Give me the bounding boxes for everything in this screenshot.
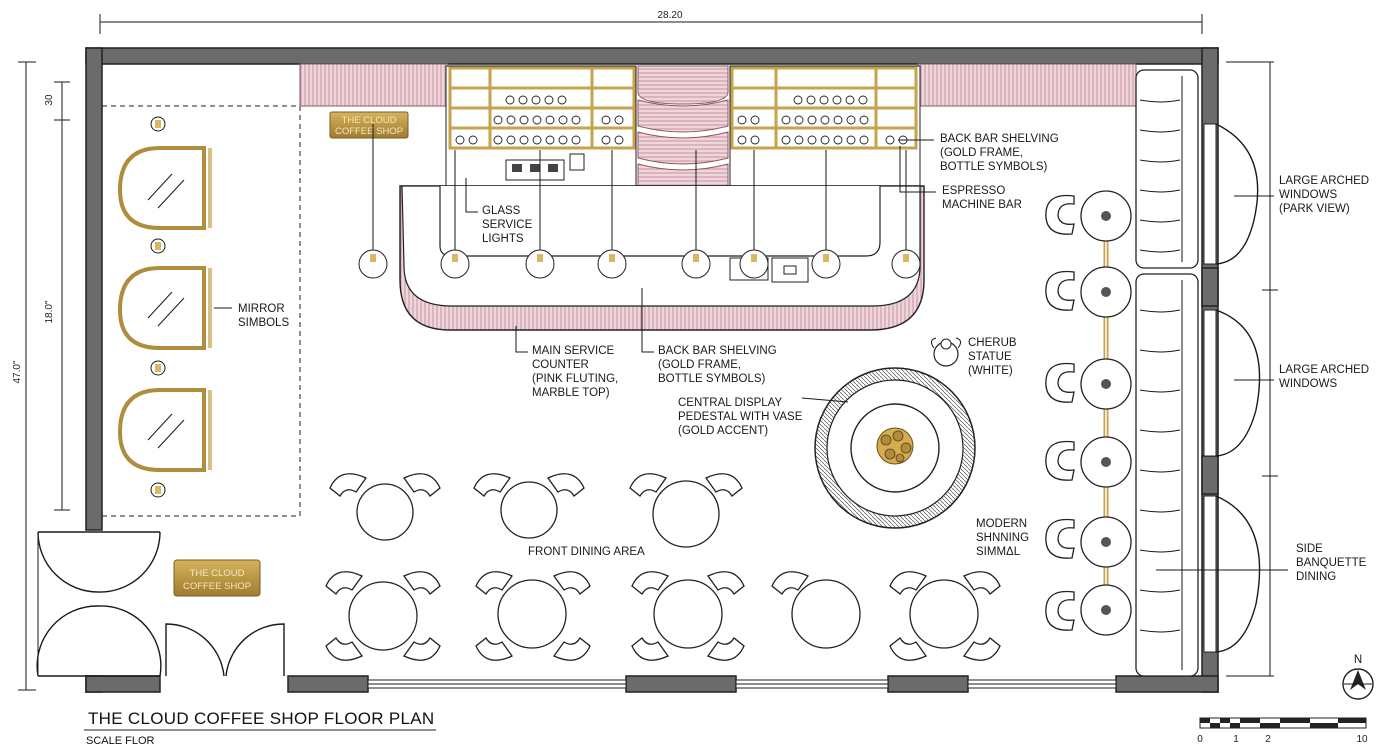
svg-text:CHERUB STATUE (WHI: CHERUB STATUE (WHITE) [968, 337, 1020, 377]
svg-text:COFFEE SHOP: COFFEE SHOP [335, 126, 403, 137]
svg-text:LARGE ARCHED WINDOWS: LARGE ARCHED WINDOWS (PARK VIEW) [1279, 175, 1372, 215]
main-service-counter [399, 185, 925, 331]
svg-text:N: N [1354, 654, 1362, 666]
svg-text:CENTRAL DISPLAY PEDESTAL: CENTRAL DISPLAY PEDESTAL WITH VASE (GOLD… [678, 397, 806, 437]
label-modern: MODERN SHNNING SIMMΔL [976, 518, 1032, 558]
dimension-mirror-zone: 18.0" [44, 300, 55, 323]
dimension-width-label: 28.20 [657, 10, 682, 21]
mirror-zone: MIRROR SIMBOLS [102, 105, 301, 517]
back-wall-fluting [299, 63, 1137, 107]
central-pedestal: CENTRAL DISPLAY PEDESTAL WITH VASE (GOLD… [678, 367, 976, 529]
svg-text:THE CLOUD: THE CLOUD [190, 568, 245, 579]
svg-text:1: 1 [1233, 734, 1239, 745]
arched-windows [1203, 61, 1278, 677]
dimension-width: 28.20 [99, 10, 1203, 34]
dimension-height: 30 18.0" 47.0" [12, 61, 70, 691]
svg-text:THE CLOUD: THE CLOUD [342, 115, 397, 126]
mirror-3 [117, 360, 212, 498]
vase-icon [876, 427, 914, 465]
label-back-bar-top: BACK BAR SHELVING (GOLD FRAME, BOTTLE SY… [898, 133, 1062, 173]
mirror-2 [117, 238, 212, 350]
svg-text:BACK BAR SHELVING (GOLD: BACK BAR SHELVING (GOLD FRAME, BOTTLE SY… [940, 133, 1062, 173]
mirror-label: MIRROR SIMBOLS [238, 303, 289, 329]
label-windows-park: LARGE ARCHED WINDOWS (PARK VIEW) [1234, 175, 1372, 215]
banquette-seating [1135, 69, 1219, 677]
label-espresso: ESPRESSO MACHINE BAR [899, 146, 1022, 211]
mirror-1 [117, 116, 212, 230]
svg-text:BACK BAR SHELVING (GOLD: BACK BAR SHELVING (GOLD FRAME, BOTTLE SY… [658, 345, 780, 385]
dimension-top-offset: 30 [44, 94, 55, 106]
svg-text:10: 10 [1356, 734, 1368, 745]
svg-text:GLASS SERVICE LIGH: GLASS SERVICE LIGHTS [482, 205, 535, 245]
banquette-tables [1045, 190, 1132, 636]
label-glass-lights: GLASS SERVICE LIGHTS [465, 178, 535, 245]
svg-text:0: 0 [1197, 734, 1203, 745]
svg-text:2: 2 [1265, 734, 1271, 745]
svg-text:MAIN SERVICE COUNTER: MAIN SERVICE COUNTER (PINK FLUTING, MARB… [532, 345, 621, 399]
sign-lower: THE CLOUD COFFEE SHOP [173, 559, 261, 597]
entry-doors [36, 531, 285, 677]
glass-service-lights [358, 124, 921, 279]
label-banquette: SIDE BANQUETTE DINING [1156, 543, 1370, 583]
page-title: THE CLOUD COFFEE SHOP FLOOR PLAN [88, 709, 435, 728]
page-subtitle: SCALE FLOR [86, 735, 155, 747]
title-block: THE CLOUD COFFEE SHOP FLOOR PLAN SCALE F… [84, 709, 436, 747]
scale-bar: 0 1 2 10 [1197, 717, 1368, 745]
dimension-height-label: 47.0" [12, 360, 23, 383]
svg-text:LARGE ARCHED WINDOWS: LARGE ARCHED WINDOWS [1279, 364, 1372, 390]
label-front-dining: FRONT DINING AREA [528, 546, 645, 558]
back-bar-shelving [445, 65, 921, 187]
label-main-counter: MAIN SERVICE COUNTER (PINK FLUTING, MARB… [515, 326, 621, 399]
cherub-statue: CHERUB STATUE (WHITE) [930, 337, 1020, 377]
svg-text:ESPRESSO MACHINE BAR: ESPRESSO MACHINE BAR [942, 185, 1022, 211]
sign-upper: THE CLOUD COFFEE SHOP [329, 111, 409, 139]
label-windows: LARGE ARCHED WINDOWS [1234, 364, 1372, 390]
svg-text:COFFEE SHOP: COFFEE SHOP [183, 581, 251, 592]
label-back-bar-mid: BACK BAR SHELVING (GOLD FRAME, BOTTLE SY… [641, 288, 780, 385]
front-dining-tables [325, 473, 1001, 661]
fluted-column [637, 65, 729, 204]
svg-text:SIDE BANQUETTE DIN: SIDE BANQUETTE DINING [1296, 543, 1370, 583]
north-arrow-icon: N [1342, 654, 1374, 700]
